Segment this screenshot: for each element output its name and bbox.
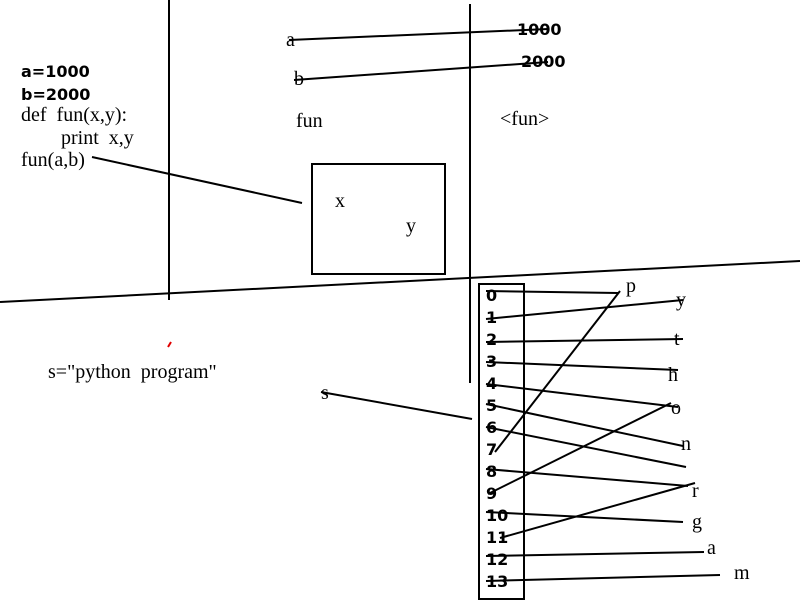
index-0: 0 (486, 286, 498, 305)
link-3-h (485, 361, 679, 371)
string-assignment: s="python program" (48, 361, 217, 383)
arrow-a-to-1000 (288, 28, 549, 41)
arrow-call-to-frame (91, 156, 303, 204)
name-a: a (286, 29, 295, 51)
link-1-y (485, 299, 684, 320)
char-y: y (676, 289, 686, 311)
index-4: 4 (486, 374, 498, 393)
code-line-a: a=1000 (21, 62, 90, 81)
index-3: 3 (486, 352, 498, 371)
value-fun-object: <fun> (500, 108, 550, 130)
param-y: y (406, 215, 416, 237)
red-mark (167, 341, 172, 348)
arrow-b-to-2000 (293, 61, 549, 81)
index-10: 10 (486, 506, 509, 525)
code-line-call: fun(a,b) (21, 149, 85, 171)
index-12: 12 (486, 550, 509, 569)
code-line-print: print x,y (61, 127, 134, 149)
char-o: o (671, 397, 681, 419)
char-g: g (692, 511, 702, 533)
char-m: m (734, 562, 750, 584)
link-0-p (485, 290, 619, 294)
param-x: x (335, 190, 345, 212)
char-n: n (681, 433, 691, 455)
link-8-r (485, 468, 689, 487)
value-1000: 1000 (517, 20, 562, 39)
code-line-def: def fun(x,y): (21, 104, 128, 126)
index-6: 6 (486, 418, 498, 437)
index-array-box (478, 283, 525, 600)
char-h: h (668, 364, 678, 386)
index-8: 8 (486, 462, 498, 481)
link-6-n (485, 426, 687, 468)
char-a: a (707, 537, 716, 559)
code-line-b: b=2000 (21, 85, 91, 104)
index-2: 2 (486, 330, 498, 349)
link-11-r (499, 482, 696, 539)
var-s: s (321, 382, 329, 404)
index-9: 9 (486, 484, 498, 503)
link-13-m (485, 574, 721, 582)
link-4-o (485, 383, 679, 408)
link-5-n (485, 403, 684, 447)
name-fun: fun (296, 110, 323, 132)
link-10-g (485, 511, 684, 523)
index-7: 7 (486, 440, 498, 459)
index-13: 13 (486, 572, 509, 591)
horizontal-divider (0, 260, 800, 303)
char-p: p (626, 275, 636, 297)
arrow-s-to-array (320, 391, 473, 420)
link-2-t (485, 338, 684, 343)
char-t: t (674, 328, 680, 350)
name-b: b (294, 68, 304, 90)
link-7-p (494, 290, 621, 453)
index-5: 5 (486, 396, 498, 415)
index-11: 11 (486, 528, 509, 547)
index-1: 1 (486, 308, 498, 327)
link-9-o (487, 402, 672, 495)
char-r: r (692, 480, 699, 502)
function-frame-box (311, 163, 446, 275)
index-char-links (485, 290, 721, 582)
value-2000: 2000 (521, 52, 566, 71)
link-12-a (485, 551, 705, 557)
